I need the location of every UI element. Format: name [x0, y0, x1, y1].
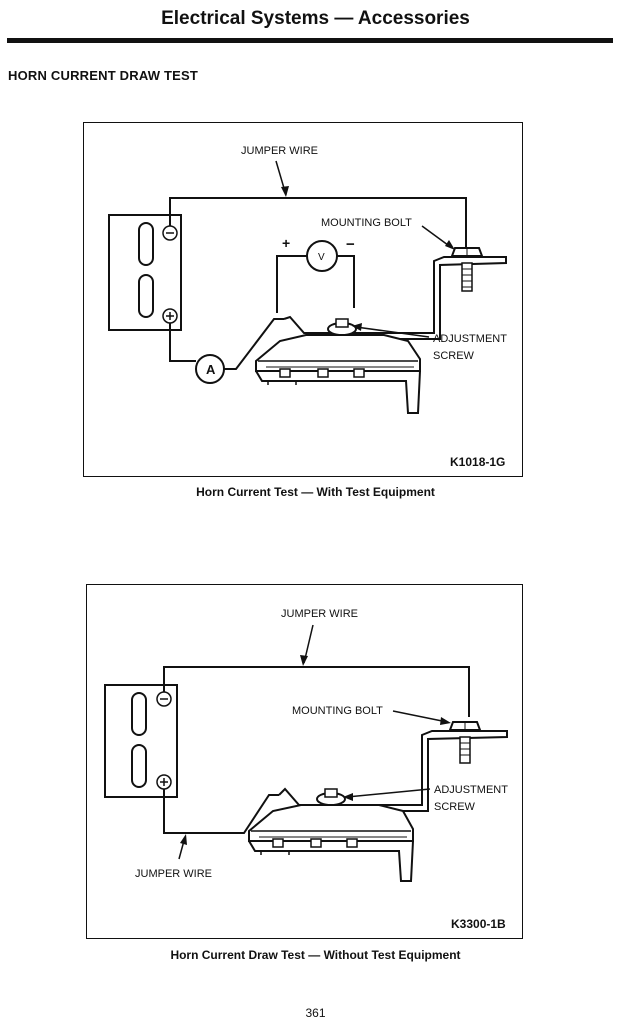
mounting-bolt-label: MOUNTING BOLT: [321, 217, 412, 229]
adjustment-screw-label-line2: SCREW: [434, 801, 476, 813]
jumper-wire-top: [163, 666, 470, 717]
adjustment-screw-label-line2: SCREW: [433, 350, 475, 362]
battery-cell: [138, 274, 154, 318]
battery: [108, 214, 182, 331]
section-title: HORN CURRENT DRAW TEST: [8, 68, 199, 83]
horn-body: [255, 334, 421, 372]
horn-bracket: [278, 730, 508, 812]
plus-label: +: [282, 235, 290, 251]
figure-with-test-equipment: JUMPER WIRE A V + − MOUNTING BOLT: [83, 122, 523, 477]
battery-cell: [131, 744, 147, 788]
adjustment-screw-label-line1: ADJUSTMENT: [433, 333, 507, 345]
figure-caption: Horn Current Test — With Test Equipment: [196, 485, 435, 499]
minus-label: −: [346, 236, 355, 253]
jumper-wire-top-label: JUMPER WIRE: [281, 608, 358, 620]
wiring-diagram-2: JUMPER WIRE JUMPER WIRE MOUNTING BOLT AD…: [104, 608, 508, 931]
horn-body: [248, 804, 414, 842]
battery-cell: [138, 222, 154, 266]
header-rule: [7, 38, 613, 43]
page-title: Electrical Systems — Accessories: [161, 8, 470, 29]
mounting-bolt-label: MOUNTING BOLT: [292, 705, 383, 717]
jumper-wire-bottom: [163, 789, 279, 834]
jumper-wire-label: JUMPER WIRE: [241, 145, 318, 157]
page-number: 361: [305, 1006, 326, 1020]
figure-code: K1018-1G: [450, 455, 505, 469]
figure-caption: Horn Current Draw Test — Without Test Eq…: [170, 948, 461, 962]
wiring-diagram-1: JUMPER WIRE A V + − MOUNTING BOLT: [108, 145, 507, 469]
figure-code: K3300-1B: [451, 917, 506, 931]
adjustment-screw-label-line1: ADJUSTMENT: [434, 784, 508, 796]
battery-cell: [131, 692, 147, 736]
voltmeter-label: V: [318, 252, 325, 263]
jumper-wire: [169, 197, 467, 248]
battery: [104, 684, 178, 798]
figure-without-test-equipment: JUMPER WIRE JUMPER WIRE MOUNTING BOLT AD…: [86, 584, 523, 939]
ammeter-label: A: [206, 362, 216, 377]
jumper-wire-bottom-label: JUMPER WIRE: [135, 868, 212, 880]
horn-bracket: [283, 256, 507, 340]
